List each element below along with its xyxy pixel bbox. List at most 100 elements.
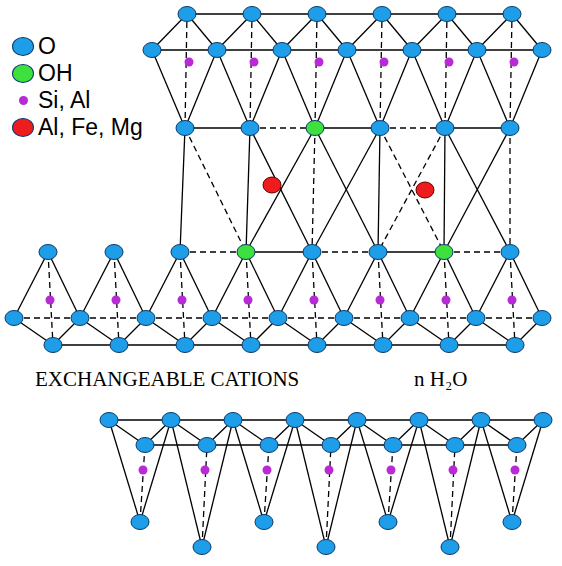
bond-line (510, 252, 542, 318)
oxygen-atom (317, 540, 335, 555)
legend-swatch (19, 96, 28, 105)
bond-line (388, 445, 393, 522)
bond-line (326, 445, 331, 547)
bond-line (477, 50, 510, 128)
bond-line (412, 50, 445, 128)
legend-text: Al, Fe, Mg (38, 114, 143, 140)
silicon-atom (315, 58, 324, 67)
bond-line (445, 14, 447, 128)
oxygen-atom (100, 413, 118, 428)
bond-line (180, 252, 212, 318)
oxygen-atom (110, 338, 128, 353)
bond-line (312, 251, 378, 252)
oxygen-atom (374, 338, 392, 353)
bond-line (476, 252, 510, 318)
oxygen-atom (131, 515, 149, 530)
silicon-atom (508, 296, 517, 305)
octahedral-cation (416, 182, 434, 198)
bond-line (114, 252, 146, 318)
oxygen-atom (440, 338, 458, 353)
legend-swatch (12, 118, 34, 137)
bond-line (217, 49, 282, 50)
bond-line (119, 344, 185, 345)
bond-line (185, 344, 251, 345)
bond-line (445, 128, 510, 252)
bond-line (378, 128, 445, 252)
swatch-holder (8, 33, 38, 59)
bond-line (185, 14, 187, 128)
silicon-atom (250, 58, 259, 67)
oxygen-atom (237, 245, 255, 260)
oxygen-atom (193, 540, 211, 555)
bond-line (512, 445, 517, 522)
silicon-atom (387, 466, 396, 475)
bond-line (477, 49, 542, 50)
oxygen-atom (348, 413, 366, 428)
silicon-atom (263, 466, 272, 475)
bond-line (180, 128, 185, 252)
bond-line (312, 252, 344, 318)
bond-line (445, 50, 477, 128)
oxygen-atom (269, 311, 287, 326)
interlayer-label: n H₂O (412, 367, 469, 391)
silicon-atom (511, 466, 520, 475)
bond-line (252, 13, 317, 14)
bond-line (246, 128, 315, 252)
oxygen-atom (260, 438, 278, 453)
interlayer-label: EXCHANGEABLE CATIONS (33, 367, 301, 391)
bond-line (315, 127, 380, 128)
swatch-holder (8, 87, 38, 113)
legend-item: Al, Fe, Mg (8, 114, 143, 140)
oxygen-atom (373, 7, 391, 22)
oxygen-atom (369, 245, 387, 260)
oxygen-atom (308, 7, 326, 22)
bond-line (251, 344, 317, 345)
oxygen-atom (208, 43, 226, 58)
oxygen-atom (438, 7, 456, 22)
bond-line (380, 50, 412, 128)
bond-line (80, 252, 114, 318)
bond-line (347, 49, 412, 50)
oxygen-atom (508, 438, 526, 453)
oxygen-atom (105, 245, 123, 260)
oxygen-atom (306, 121, 324, 136)
oxygen-atom (436, 121, 454, 136)
oxygen-atom (176, 338, 194, 353)
oxygen-atom (242, 338, 260, 353)
bond-line (380, 127, 445, 128)
bond-line (509, 128, 510, 252)
bond-line (312, 128, 380, 252)
bond-line (233, 420, 264, 522)
bond-line (250, 50, 282, 128)
atoms (5, 7, 552, 555)
legend-text: OH (38, 60, 73, 86)
bond-line (146, 252, 180, 318)
bond-line (412, 49, 477, 50)
bond-line (445, 127, 510, 128)
legend-text: Si, Al (38, 87, 90, 113)
oxygen-atom (224, 413, 242, 428)
bond-line (53, 344, 119, 345)
oxygen-atom (243, 7, 261, 22)
silicon-atom (442, 296, 451, 305)
oxygen-atom (467, 311, 485, 326)
silicon-atom (201, 466, 210, 475)
bond-line (14, 252, 48, 318)
legend-swatch (12, 37, 34, 56)
oxygen-atom (286, 413, 304, 428)
silicon-atom (139, 466, 148, 475)
swatch-holder (8, 60, 38, 86)
oxygen-atom (308, 338, 326, 353)
bond-line (250, 127, 315, 128)
oxygen-atom (534, 413, 552, 428)
bond-line (152, 49, 217, 50)
silicon-atom (178, 296, 187, 305)
bond-line (278, 317, 344, 318)
oxygen-atom (44, 338, 62, 353)
oxygen-atom (403, 43, 421, 58)
oxygen-atom (39, 245, 57, 260)
swatch-holder (8, 114, 38, 140)
legend-swatch (12, 64, 34, 83)
legend-item: O (8, 33, 56, 59)
oxygen-atom (503, 515, 521, 530)
